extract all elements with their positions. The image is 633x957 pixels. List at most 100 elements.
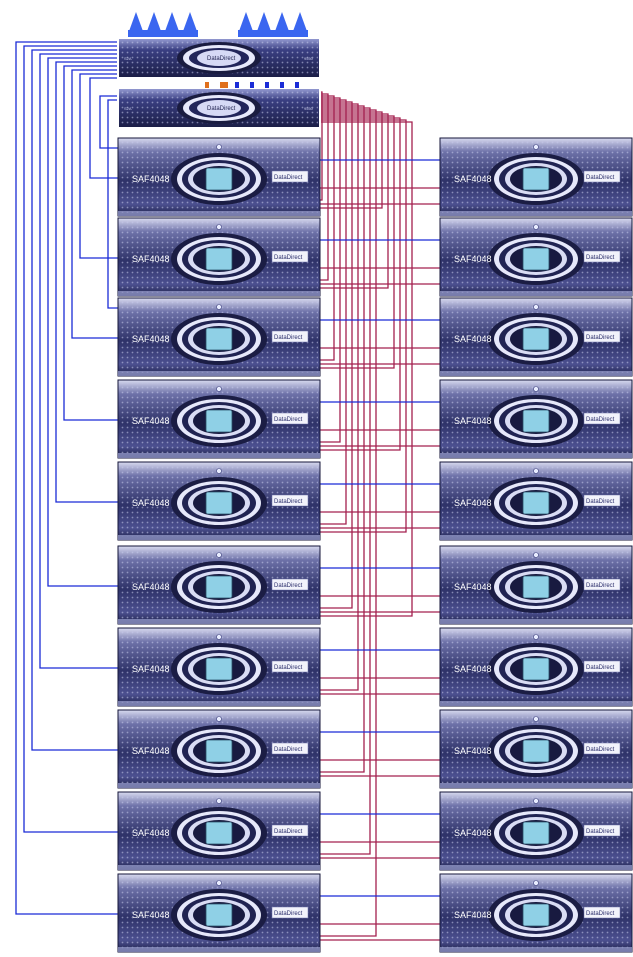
blue-cable xyxy=(56,62,118,502)
status-led xyxy=(534,145,539,150)
left-enclosure-3: SAF4048 DataDirect xyxy=(118,298,320,376)
controller-group: DataDirectS2A9550DataDirectS2A9550 xyxy=(118,38,320,128)
model-label: SAF4048 xyxy=(454,828,492,838)
model-label: SAF4048 xyxy=(132,910,170,920)
antenna-base xyxy=(128,30,198,38)
controller-port xyxy=(265,82,269,88)
controller-port xyxy=(224,82,228,88)
status-led xyxy=(217,717,222,722)
right-enclosure-7: SAF4048DataDirect xyxy=(440,628,632,706)
brand-label: DataDirect xyxy=(274,417,303,423)
blue-cable xyxy=(72,70,118,338)
brand-label: DataDirect xyxy=(586,175,615,181)
enclosure-display xyxy=(206,168,232,190)
status-led xyxy=(534,387,539,392)
status-led xyxy=(534,717,539,722)
left-enclosure-2: SAF4048DataDirect xyxy=(118,218,320,296)
brand-label: DataDirect xyxy=(274,665,303,671)
model-label: SAF4048 xyxy=(132,334,170,344)
model-label: SAF4048 xyxy=(454,582,492,592)
blue-cable xyxy=(100,96,118,148)
model-label: SAF4048 xyxy=(454,334,492,344)
enclosure-display xyxy=(523,904,549,926)
brand-label: DataDirect xyxy=(586,255,615,261)
antenna-group xyxy=(128,12,308,38)
enclosure-display xyxy=(206,492,232,514)
blue-cable xyxy=(80,74,118,258)
enclosure-display xyxy=(523,328,549,350)
model-label: SAF4048 xyxy=(132,828,170,838)
right-enclosure-9: SAF4048DataDirect xyxy=(440,792,632,870)
model-label: SAF4048 xyxy=(454,746,492,756)
brand-label: DataDirect xyxy=(274,829,303,835)
enclosure-display xyxy=(523,822,549,844)
controller-port xyxy=(220,82,224,88)
brand-label: DataDirect xyxy=(586,911,615,917)
model-label: SAF4048 xyxy=(454,498,492,508)
model-label: SAF4048 xyxy=(454,910,492,920)
model-label: SAF4048 xyxy=(132,582,170,592)
left-enclosure-6: SAF4048DataDirect xyxy=(118,546,320,624)
model-label: SAF4048 xyxy=(132,416,170,426)
enclosure-display xyxy=(523,740,549,762)
enclosure-display xyxy=(206,740,232,762)
controller-brand-label: DataDirect xyxy=(207,106,236,112)
model-label: SAF4048 xyxy=(132,174,170,184)
enclosure-display xyxy=(206,822,232,844)
brand-label: DataDirect xyxy=(274,175,303,181)
right-enclosure-8: SAF4048 DataDirect xyxy=(440,710,632,788)
status-led xyxy=(217,305,222,310)
brand-label: DataDirect xyxy=(586,583,615,589)
blue-cable xyxy=(16,42,118,914)
status-led xyxy=(217,799,222,804)
status-led xyxy=(217,469,222,474)
controller-port xyxy=(295,82,299,88)
brand-label: DataDirect xyxy=(274,911,303,917)
right-enclosure-3: SAF4048DataDirect xyxy=(440,298,632,376)
red-cable xyxy=(320,116,394,368)
controller-left-tag: S2A xyxy=(124,56,132,61)
model-label: SAF4048 xyxy=(454,174,492,184)
right-enclosure-1: SAF4048 DataDirect xyxy=(440,138,632,216)
enclosure-display xyxy=(206,576,232,598)
red-cable xyxy=(320,114,388,288)
enclosure-display xyxy=(523,410,549,432)
brand-label: DataDirect xyxy=(274,255,303,261)
controller-brand-label: DataDirect xyxy=(207,56,236,62)
status-led xyxy=(534,225,539,230)
red-cable xyxy=(320,100,346,524)
enclosure-display xyxy=(523,492,549,514)
status-led xyxy=(534,881,539,886)
enclosure-display xyxy=(523,576,549,598)
controller-2: DataDirect S2A 9550 xyxy=(118,88,320,128)
controller-left-tag: S2A xyxy=(124,106,132,111)
brand-label: DataDirect xyxy=(274,499,303,505)
brand-label: DataDirect xyxy=(586,747,615,753)
enclosure-display xyxy=(206,248,232,270)
blue-cable xyxy=(24,46,118,832)
enclosure-display xyxy=(206,410,232,432)
controller-port xyxy=(205,82,209,88)
enclosure-display xyxy=(523,658,549,680)
status-led xyxy=(534,469,539,474)
model-label: SAF4048 xyxy=(132,746,170,756)
status-led xyxy=(534,553,539,558)
blue-cable xyxy=(90,78,118,178)
brand-label: DataDirect xyxy=(274,335,303,341)
enclosure-display xyxy=(206,904,232,926)
controller-right-tag: 9550 xyxy=(304,106,314,111)
status-led xyxy=(217,145,222,150)
blue-cable xyxy=(32,50,118,750)
left-enclosure-9: SAF4048 DataDirect xyxy=(118,792,320,870)
enclosure-display xyxy=(206,658,232,680)
right-enclosure-6: SAF4048 DataDirect xyxy=(440,546,632,624)
blue-cable xyxy=(108,100,118,308)
